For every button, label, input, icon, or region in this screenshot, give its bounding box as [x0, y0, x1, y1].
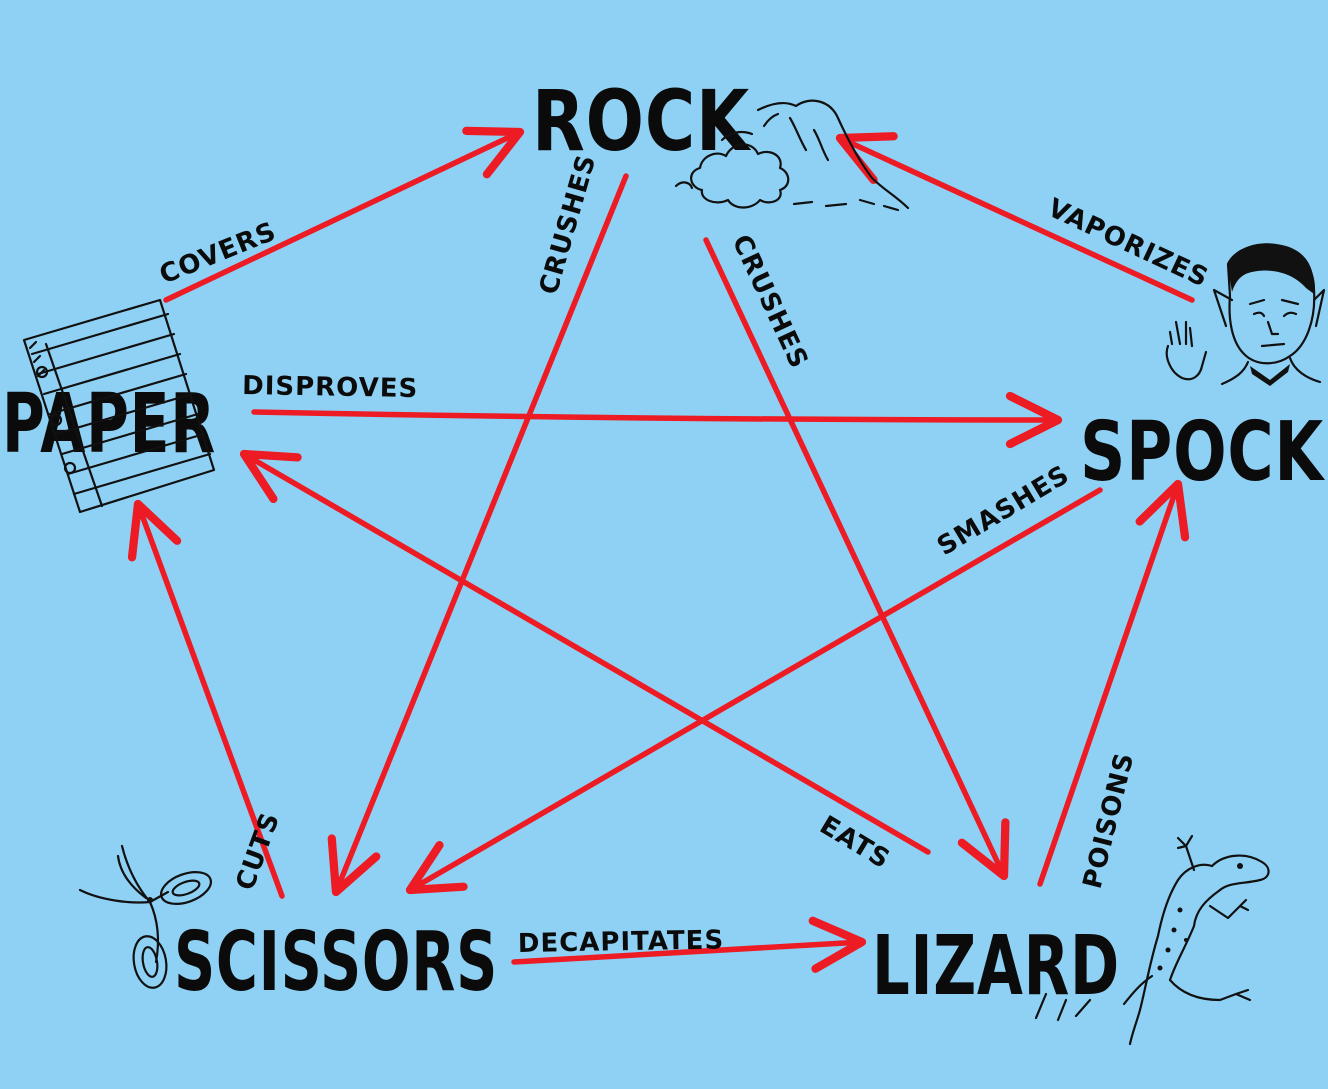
edge-label-eats: EATS — [814, 810, 895, 875]
node-rock: ROCK — [532, 72, 752, 170]
node-scissors: SCISSORS — [174, 915, 498, 1010]
edge-lizard-poisons-spock — [1037, 479, 1190, 887]
edges-group — [127, 126, 1195, 973]
edge-label-disproves: DISPROVES — [242, 371, 419, 404]
spock-face-icon — [1165, 243, 1326, 386]
edge-label-decapitates: DECAPITATES — [518, 925, 725, 959]
edge-spock-vaporizes-rock — [835, 132, 1195, 303]
rock-sketch-icon — [674, 99, 910, 212]
node-labels-group: ROCK PAPER SPOCK SCISSORS LIZARD — [2, 72, 1326, 1014]
lizard-icon — [1034, 834, 1270, 1046]
edge-scissors-cuts-paper — [127, 499, 285, 899]
edge-lizard-eats-paper — [239, 449, 931, 855]
notebook-paper-icon — [22, 298, 216, 514]
edge-label-crushes-scissors: CRUSHES — [534, 151, 603, 298]
edge-paper-disproves-spock — [251, 391, 1063, 449]
edge-scissors-decapitates-lizard — [511, 916, 867, 973]
edge-label-crushes-lizard: CRUSHES — [726, 230, 814, 373]
edge-rock-crushes-lizard — [703, 237, 1010, 881]
edge-spock-smashes-scissors — [405, 487, 1103, 895]
scissors-icon — [78, 844, 212, 989]
edge-rock-crushes-scissors — [327, 173, 629, 897]
node-spock: SPOCK — [1080, 405, 1326, 500]
node-paper: PAPER — [2, 377, 216, 472]
edge-label-poisons: POISONS — [1078, 749, 1141, 891]
edge-paper-covers-rock — [163, 126, 525, 303]
node-lizard: LIZARD — [872, 919, 1120, 1014]
